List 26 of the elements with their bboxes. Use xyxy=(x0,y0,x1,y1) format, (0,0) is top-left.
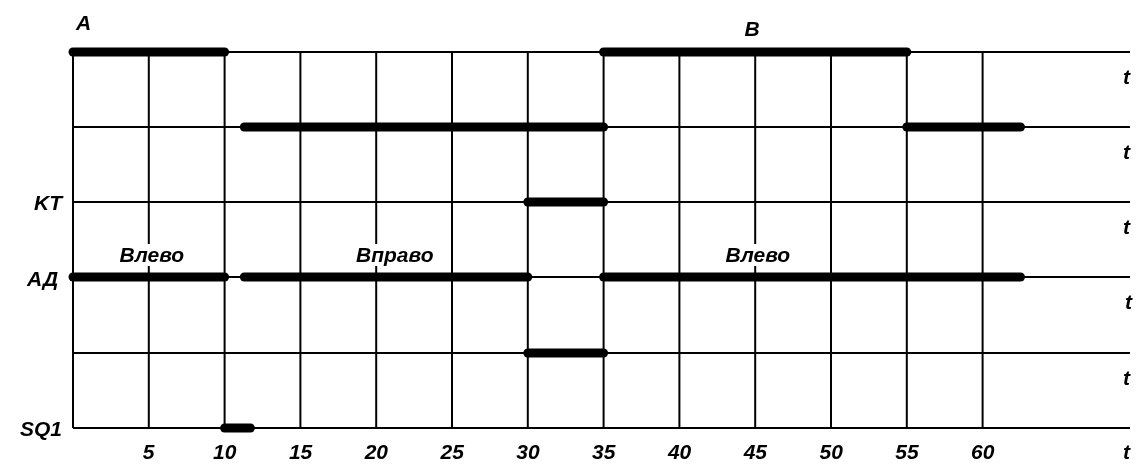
tick-label: 10 xyxy=(213,441,237,463)
axis-label: t xyxy=(1125,291,1132,313)
tick-label: 15 xyxy=(288,441,313,463)
tick-label: 45 xyxy=(743,441,768,463)
axis-label: t xyxy=(1123,367,1130,389)
tick-label: 35 xyxy=(592,441,616,463)
tick-label: 20 xyxy=(364,441,389,463)
tick-label: 5 xyxy=(142,441,155,463)
signal-name: KT xyxy=(34,192,62,214)
axis-label: t xyxy=(1123,441,1130,463)
tick-label: 25 xyxy=(440,441,464,463)
position-label: A xyxy=(76,12,92,34)
tick-label: 50 xyxy=(819,441,843,463)
tick-label: 55 xyxy=(895,441,919,463)
tick-label: 40 xyxy=(667,441,692,463)
axis-label: t xyxy=(1123,216,1130,238)
signal-name: АД xyxy=(27,268,59,290)
direction-label: Влево xyxy=(723,244,793,266)
tick-label: 30 xyxy=(516,441,540,463)
axis-label: t xyxy=(1123,66,1130,88)
axis-label: t xyxy=(1123,141,1130,163)
position-label: B xyxy=(744,18,760,40)
direction-label: Вправо xyxy=(354,244,436,266)
direction-label: Влево xyxy=(117,244,187,266)
tick-label: 60 xyxy=(971,441,995,463)
signal-name: SQ1 xyxy=(20,418,63,440)
